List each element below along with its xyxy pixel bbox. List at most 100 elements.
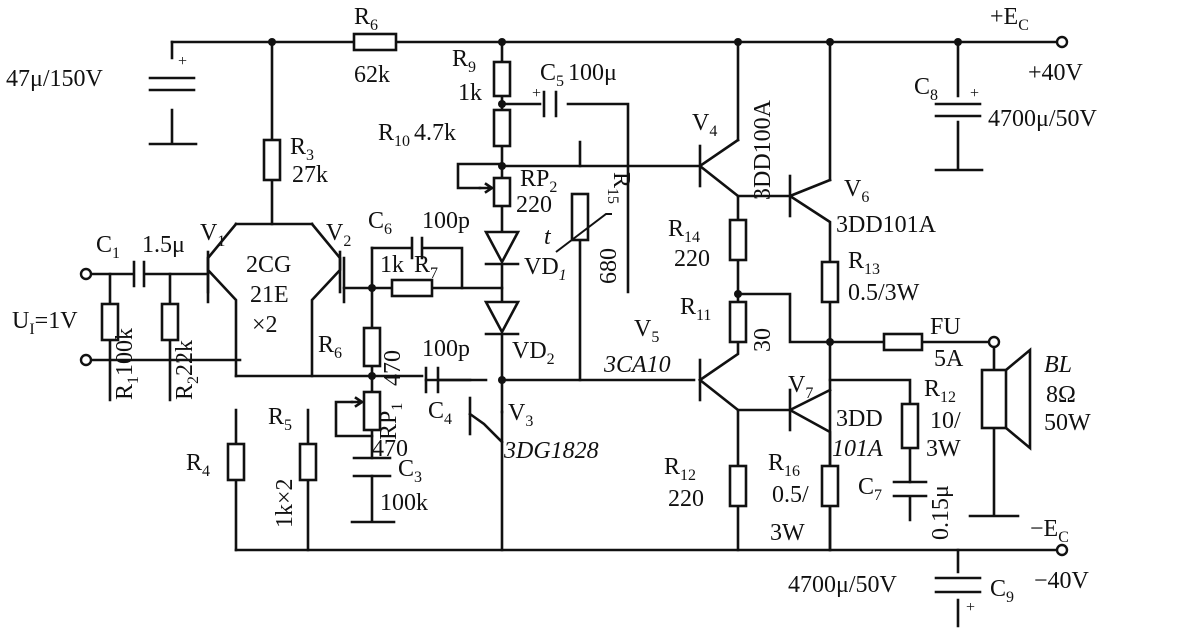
svg-text:VD2: VD2 [512, 338, 555, 368]
c8-sub: 8 [930, 87, 938, 104]
v7-part2: 101A [832, 436, 883, 462]
capacitors: + + + + [132, 53, 982, 616]
r4-name: R [186, 450, 202, 476]
c6-value: 100p [422, 208, 470, 234]
svg-text:C7: C7 [858, 474, 882, 504]
r1-name: R [112, 384, 138, 400]
rp2-sub: 2 [549, 179, 557, 196]
polarity-plus: + [970, 85, 979, 102]
resistor-r12-right [900, 402, 920, 450]
c3-name: C [398, 456, 414, 482]
r12a-sub: 12 [680, 467, 696, 484]
r15-value: 680 [596, 248, 622, 284]
resistor-r3 [262, 138, 282, 182]
resistor-r2 [160, 302, 180, 342]
r10-name: R [378, 120, 394, 146]
r2-value: 22k [172, 340, 198, 376]
potentiometer-rp2 [492, 176, 512, 208]
c7-value: 0.15μ [928, 485, 954, 540]
resistor-r6-bottom [362, 326, 382, 368]
svg-text:C1: C1 [96, 232, 120, 262]
r9-value: 1k [458, 80, 482, 106]
resistor-r6-top [352, 32, 398, 52]
v12-part-line2: 21E [250, 282, 289, 308]
polarity-plus: + [178, 53, 187, 70]
r12b-name: R [924, 376, 940, 402]
resistor-r10 [492, 108, 512, 148]
r2-sub: 2 [185, 376, 202, 384]
speaker-terminal [987, 335, 1001, 349]
r14-name: R [668, 216, 684, 242]
r16-value2: 3W [770, 520, 805, 546]
capacitor-47u-value: 47μ/150V [6, 66, 104, 92]
junction-dot [268, 38, 276, 46]
diodes [483, 230, 521, 336]
svg-text:R12: R12 [924, 376, 956, 406]
c6-name: C [368, 208, 384, 234]
v4-sub: 4 [709, 123, 717, 140]
svg-text:−EC: −EC [1030, 516, 1069, 546]
svg-text:+EC: +EC [990, 4, 1029, 34]
c8-value: 4700μ/50V [988, 106, 1098, 132]
capacitor-c4 [424, 366, 440, 394]
svg-text:R15: R15 [604, 172, 634, 204]
capacitor-c9 [934, 576, 982, 594]
resistor-r15 [570, 192, 590, 242]
svg-text:R6: R6 [354, 4, 378, 34]
v3-name: V [508, 400, 526, 426]
r3-sub: 3 [306, 147, 314, 164]
r9-sub: 9 [468, 59, 476, 76]
r6b-value: 470 [380, 350, 406, 386]
r16-value: 0.5/ [772, 482, 809, 508]
r16-name: R [768, 450, 784, 476]
r12b-value: 10/ [930, 408, 961, 434]
capacitor-c1 [132, 260, 146, 288]
svg-text:V2: V2 [326, 220, 351, 250]
v7-part: 3DD [836, 406, 883, 432]
svg-text:C4: C4 [428, 398, 452, 428]
polarity-plus: + [966, 599, 975, 616]
r7-sub: 7 [430, 265, 438, 282]
r1-sub: 1 [125, 376, 142, 384]
svg-text:V1: V1 [200, 220, 225, 250]
r2-name: R [172, 384, 198, 400]
v12-part-line3: ×2 [252, 312, 278, 338]
junction-dot [368, 284, 376, 292]
r14-sub: 14 [684, 229, 700, 246]
svg-text:R9: R9 [452, 46, 476, 76]
r11-sub: 11 [696, 307, 711, 324]
c9-sub: 9 [1006, 589, 1014, 606]
vd2-name: VD [512, 338, 547, 364]
pos-rail-terminal [1055, 35, 1069, 49]
resistor-r4 [226, 442, 246, 482]
c6-sub: 6 [384, 221, 392, 238]
v3-sub: 3 [525, 413, 533, 430]
c5-sub: 5 [556, 73, 564, 90]
r6a-value: 62k [354, 62, 390, 88]
labels: +EC +40V −EC −40V UI=1V 47μ/150V C1 1.5μ… [6, 4, 1098, 606]
r14-value: 220 [674, 246, 710, 272]
v4-name: V [692, 110, 710, 136]
diode-vd1 [483, 230, 521, 265]
svg-text:C8: C8 [914, 74, 938, 104]
svg-text:R12: R12 [664, 454, 696, 484]
speaker-value2: 50W [1044, 410, 1091, 436]
v7-sub: 7 [805, 385, 813, 402]
svg-text:V3: V3 [508, 400, 533, 430]
r10-value: 4.7k [414, 120, 456, 146]
v6-sub: 6 [861, 189, 869, 206]
supply-neg-sub: C [1058, 529, 1069, 546]
c9-name: C [990, 576, 1006, 602]
vd1-name: VD [524, 254, 559, 280]
rp2-wiper [478, 182, 495, 194]
r13-name: R [848, 248, 864, 274]
r5-name: R [268, 404, 284, 430]
svg-text:RP2: RP2 [520, 166, 557, 196]
supply-pos-name: +E [990, 4, 1018, 30]
svg-text:V4: V4 [692, 110, 717, 140]
svg-text:R5: R5 [268, 404, 292, 434]
r3-name: R [290, 134, 306, 160]
thermistor-slash [555, 213, 612, 253]
neg-rail-terminal [1055, 543, 1069, 557]
v12-part-line1: 2CG [246, 252, 291, 278]
